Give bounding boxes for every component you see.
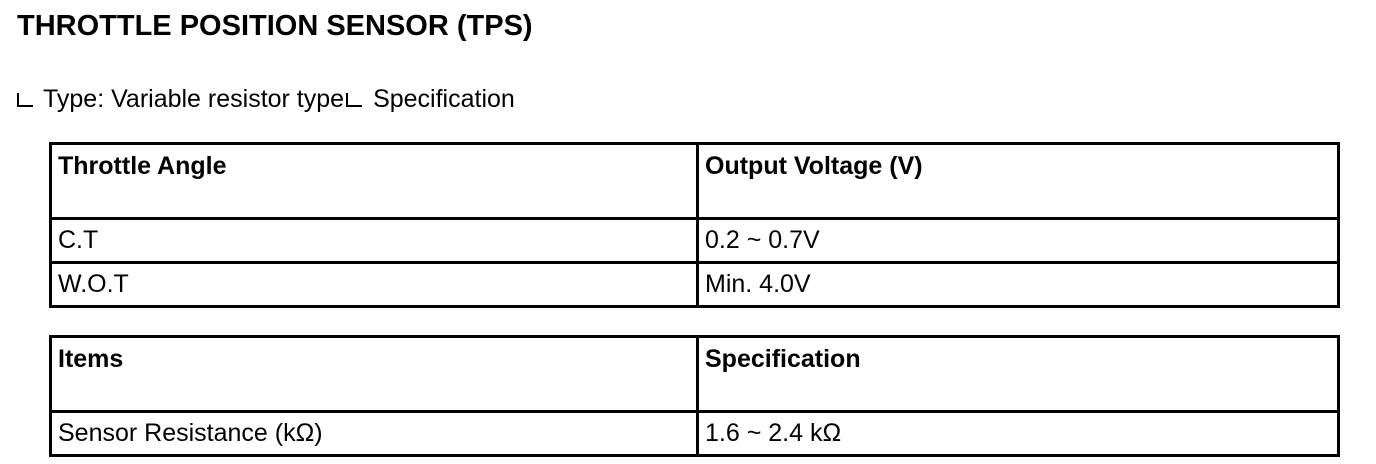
output-voltage-cell: Min. 4.0V — [696, 261, 1340, 308]
header-items: Items — [49, 335, 699, 413]
corner-bullet-icon — [17, 93, 33, 107]
throttle-angle-cell: W.O.T — [49, 261, 699, 308]
item-cell: Sensor Resistance (kΩ) — [49, 410, 699, 457]
output-voltage-table: Throttle Angle Output Voltage (V) C.T 0.… — [49, 142, 1340, 308]
corner-bullet-icon — [346, 93, 363, 107]
header-output-voltage: Output Voltage (V) — [696, 142, 1340, 220]
header-specification: Specification — [696, 335, 1340, 413]
table-header-row: Items Specification — [49, 335, 1340, 413]
output-voltage-cell: 0.2 ~ 0.7V — [696, 217, 1340, 264]
specification-cell: 1.6 ~ 2.4 kΩ — [696, 410, 1340, 457]
page-title: THROTTLE POSITION SENSOR (TPS) — [17, 10, 533, 42]
table-row: C.T 0.2 ~ 0.7V — [49, 217, 1340, 264]
table-row: W.O.T Min. 4.0V — [49, 261, 1340, 308]
specification-text: Specification — [373, 85, 515, 113]
type-text: Type: Variable resistor type — [43, 85, 345, 113]
table-header-row: Throttle Angle Output Voltage (V) — [49, 142, 1340, 220]
header-throttle-angle: Throttle Angle — [49, 142, 699, 220]
table-row: Sensor Resistance (kΩ) 1.6 ~ 2.4 kΩ — [49, 410, 1340, 457]
throttle-angle-cell: C.T — [49, 217, 699, 264]
type-line: Type: Variable resistor type Specificatio… — [17, 83, 515, 115]
sensor-resistance-table: Items Specification Sensor Resistance (k… — [49, 335, 1340, 457]
